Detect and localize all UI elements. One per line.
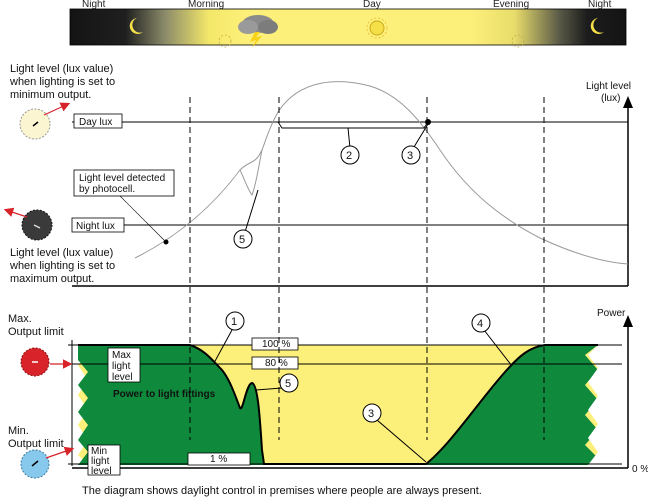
min-output-caption-line3: minimum output.	[10, 89, 91, 101]
night-lux-label: Night lux	[76, 221, 115, 232]
marker-4-label: 4	[477, 318, 483, 330]
marker-3b: 3	[362, 403, 427, 463]
day-lux-label: Day lux	[79, 117, 112, 128]
light-axis-label: Light level	[586, 81, 631, 92]
sun-icon	[366, 17, 388, 39]
max-output-limit-line2: Output limit	[8, 326, 64, 338]
max-light-level-line1: Max	[112, 350, 131, 361]
marker-3a-label: 3	[407, 150, 413, 162]
max-output-caption-line2: when lighting is set to	[9, 260, 115, 272]
moon-icon	[129, 18, 143, 34]
max-output-limit-dial-icon	[20, 347, 73, 377]
min-output-limit-dial-icon	[20, 446, 75, 479]
power-label: Power to light fittings	[113, 389, 216, 400]
faint-sun-icon	[218, 34, 232, 48]
band-label-morning: Morning	[188, 0, 224, 10]
marker-4: 4	[471, 313, 513, 367]
band-label-night-1: Night	[82, 0, 106, 10]
pct-100-label: 100 %	[262, 339, 290, 350]
marker-3b-label: 3	[368, 408, 374, 420]
min-output-caption-line1: Light level (lux value)	[10, 63, 113, 75]
marker-5b: 5	[255, 373, 299, 393]
marker-1-label: 1	[231, 316, 237, 328]
storm-cloud-icon	[238, 15, 278, 48]
min-output-limit-line2: Output limit	[8, 438, 64, 450]
max-light-level-line2: light	[112, 361, 131, 372]
marker-3a: 3	[401, 123, 429, 165]
diagram-caption: The diagram shows daylight control in pr…	[82, 485, 482, 497]
light-level-chart: Light level (lux) Day lux Night lux Ligh…	[3, 63, 633, 287]
marker-5a-label: 5	[239, 234, 245, 246]
photocell-label-line2: by photocell.	[79, 184, 135, 195]
marker-2: 2	[340, 145, 360, 165]
min-output-limit-line1: Min.	[8, 425, 29, 437]
max-output-caption-line1: Light level (lux value)	[10, 247, 113, 259]
min-light-level-line1: Min	[91, 446, 107, 457]
min-output-caption-line2: when lighting is set to	[9, 76, 115, 88]
light-axis-unit: (lux)	[601, 93, 620, 104]
marker-5a: 5	[233, 189, 259, 249]
marker-2-label: 2	[346, 150, 352, 162]
time-separators	[189, 97, 545, 440]
max-output-limit-line1: Max.	[8, 313, 32, 325]
power-area	[78, 345, 598, 465]
power-axis-label: Power	[597, 308, 626, 319]
faint-sun-icon	[511, 34, 525, 48]
photocell-label-line1: Light level detected	[79, 173, 165, 184]
moon-icon	[590, 18, 604, 34]
max-output-dial-icon	[3, 207, 53, 241]
marker-5b-label: 5	[285, 378, 291, 390]
power-chart: Power 0 % 100 % 80 % 1 % Max light level…	[8, 308, 648, 479]
pct-0-label: 0 %	[632, 464, 648, 475]
max-light-level-line3: level	[112, 372, 133, 383]
time-of-day-band: Night Morning Day Evening Night	[69, 0, 627, 48]
marker-1: 1	[213, 311, 245, 364]
daylight-curve	[134, 81, 629, 265]
band-label-night-2: Night	[588, 0, 612, 10]
min-light-level-line3: level	[91, 466, 112, 477]
min-light-level-line2: light	[91, 456, 110, 467]
pct-1-label: 1 %	[210, 454, 227, 465]
pct-80-label: 80 %	[265, 358, 288, 369]
max-output-caption-line3: maximum output.	[10, 273, 94, 285]
band-label-day: Day	[363, 0, 381, 10]
min-output-dial-icon	[19, 102, 71, 140]
band-label-evening: Evening	[493, 0, 529, 10]
